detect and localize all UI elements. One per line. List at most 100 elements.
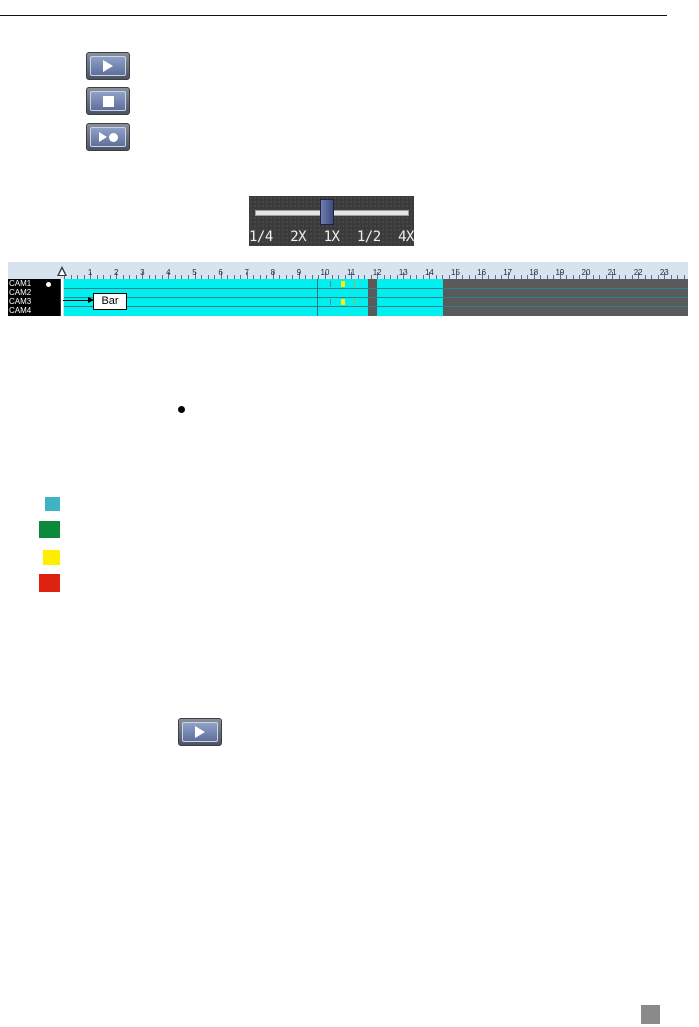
hour-label: 14 (424, 268, 434, 277)
ruler-tick (227, 275, 229, 279)
ruler-tick (494, 275, 496, 279)
ruler-tick (586, 272, 587, 279)
ruler-tick (70, 275, 72, 279)
camera-label: CAM1 (9, 279, 32, 288)
ruler-tick (618, 275, 620, 279)
play-record-icon (98, 132, 107, 142)
speed-label: 1/4 (249, 229, 273, 245)
speed-label: 1/2 (356, 229, 381, 245)
ruler-tick (351, 272, 353, 279)
play-record-button[interactable] (86, 123, 130, 151)
ruler-tick (96, 275, 98, 279)
ruler-tick (285, 275, 287, 279)
hour-label: 16 (477, 268, 487, 277)
camera-label: CAM2 (9, 288, 32, 297)
play-button[interactable] (178, 718, 222, 746)
ruler-tick (390, 275, 392, 279)
hour-label: 22 (633, 268, 643, 277)
ruler-tick (572, 275, 574, 279)
hour-label: 1 (87, 268, 93, 277)
stop-button[interactable] (86, 87, 130, 115)
ruler-tick (253, 275, 255, 279)
ruler-tick (501, 275, 503, 279)
ruler-tick (187, 275, 189, 279)
ruler-tick (579, 275, 581, 279)
ruler-tick (325, 272, 326, 279)
ruler-tick (161, 275, 163, 279)
speed-label: 2X (290, 229, 307, 245)
camera-list: CAM1 CAM2 CAM3 CAM4 (8, 279, 60, 316)
selected-camera-dot (46, 282, 51, 287)
ruler-tick (435, 275, 437, 279)
speed-label: 4X (398, 229, 414, 245)
slider-thumb[interactable] (320, 199, 334, 225)
hour-label: 2 (113, 268, 119, 277)
ruler-tick (383, 275, 385, 279)
hour-label: 8 (270, 268, 276, 277)
ruler-tick (201, 275, 203, 279)
ruler-tick (298, 272, 300, 279)
ruler-tick (429, 272, 431, 279)
ruler-tick (416, 275, 418, 279)
play-icon (195, 726, 205, 738)
ruler-tick (664, 272, 666, 279)
ruler-tick (90, 272, 92, 279)
hour-label: 6 (218, 268, 223, 277)
ruler-tick (364, 275, 366, 279)
ruler-tick (592, 275, 594, 279)
time-cursor-icon[interactable] (57, 266, 67, 276)
ruler-tick (644, 275, 646, 279)
header-rule (0, 15, 667, 16)
hour-label: 11 (346, 268, 356, 277)
ruler-tick (488, 275, 490, 279)
ruler-tick (599, 275, 601, 279)
ruler-tick (370, 275, 372, 279)
hour-label: 17 (503, 268, 513, 277)
ruler-tick (396, 275, 398, 279)
ruler-tick (318, 275, 320, 279)
ruler-tick (77, 275, 79, 279)
ruler-tick (207, 275, 209, 279)
event-marker (341, 299, 345, 305)
page-marker (641, 1005, 660, 1024)
ruler-tick (266, 275, 268, 279)
ruler-tick (116, 272, 118, 279)
time-cursor[interactable] (60, 279, 63, 316)
ruler-tick (651, 275, 653, 279)
ruler-tick (422, 275, 424, 279)
ruler-tick (122, 275, 124, 279)
ruler-tick (468, 275, 470, 279)
ruler-tick (344, 275, 346, 279)
ruler-tick (311, 275, 313, 279)
ruler-tick (638, 272, 640, 279)
speed-labels: 1/4 2X 1X 1/2 4X (249, 229, 414, 245)
ruler-tick (377, 272, 379, 279)
ruler-tick (514, 275, 516, 279)
ruler-tick (233, 275, 235, 279)
ruler-tick (331, 275, 333, 279)
ruler-tick (625, 275, 627, 279)
ruler-tick (103, 275, 105, 279)
hour-label: 20 (581, 268, 591, 277)
ruler-tick (148, 275, 150, 279)
ruler-tick (292, 275, 294, 279)
speed-slider[interactable]: 1/4 2X 1X 1/2 4X (249, 196, 414, 246)
hour-label: 12 (372, 268, 382, 277)
ruler-tick (338, 275, 340, 279)
ruler-tick (677, 275, 679, 279)
ruler-tick (168, 272, 170, 279)
bar-callout: Bar (93, 293, 127, 310)
play-icon (103, 60, 113, 72)
ruler-tick (540, 275, 542, 279)
alarm-record-swatch (43, 550, 60, 565)
camera-label: CAM3 (9, 297, 32, 306)
hour-label: 18 (529, 268, 539, 277)
ruler-tick (527, 275, 529, 279)
ruler-tick (462, 275, 464, 279)
ruler-tick (259, 275, 261, 279)
ruler-tick (670, 275, 672, 279)
play-button[interactable] (86, 52, 130, 80)
ruler-tick (559, 272, 561, 279)
ruler-tick (135, 275, 137, 279)
